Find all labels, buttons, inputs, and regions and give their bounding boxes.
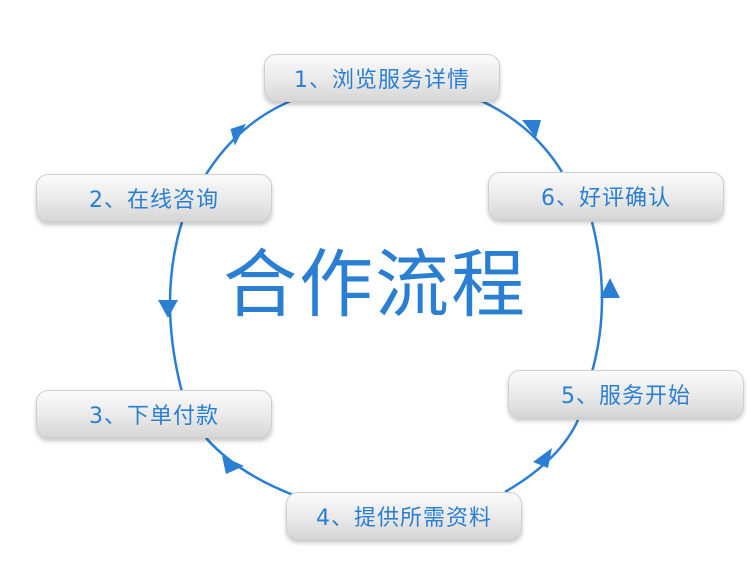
arrow-3-4 — [222, 456, 244, 474]
arrow-5-6 — [600, 278, 620, 298]
step-4-label: 4、提供所需资料 — [316, 506, 492, 531]
arrow-2-3 — [158, 300, 178, 318]
step-6-label: 6、好评确认 — [541, 186, 671, 211]
connector-3-4 — [205, 437, 297, 498]
step-1-label: 1、浏览服务详情 — [294, 68, 470, 93]
step-5-box: 5、服务开始 — [508, 370, 744, 418]
step-6-box: 6、好评确认 — [488, 172, 724, 220]
connector-5-6 — [590, 221, 604, 373]
connector-4-5 — [504, 419, 580, 494]
step-3-label: 3、下单付款 — [89, 404, 219, 429]
arrow-1-2 — [230, 123, 246, 146]
step-1-box: 1、浏览服务详情 — [264, 54, 500, 102]
step-3-box: 3、下单付款 — [36, 390, 272, 438]
arrow-4-5 — [533, 448, 552, 468]
connector-1-2 — [203, 96, 299, 177]
step-2-box: 2、在线咨询 — [36, 174, 272, 222]
step-2-label: 2、在线咨询 — [89, 188, 219, 213]
connector-6-1 — [469, 94, 564, 173]
diagram-title: 合作流程 — [223, 242, 527, 328]
arrow-6-1 — [522, 120, 541, 138]
step-4-box: 4、提供所需资料 — [286, 492, 522, 540]
step-5-label: 5、服务开始 — [561, 384, 691, 409]
